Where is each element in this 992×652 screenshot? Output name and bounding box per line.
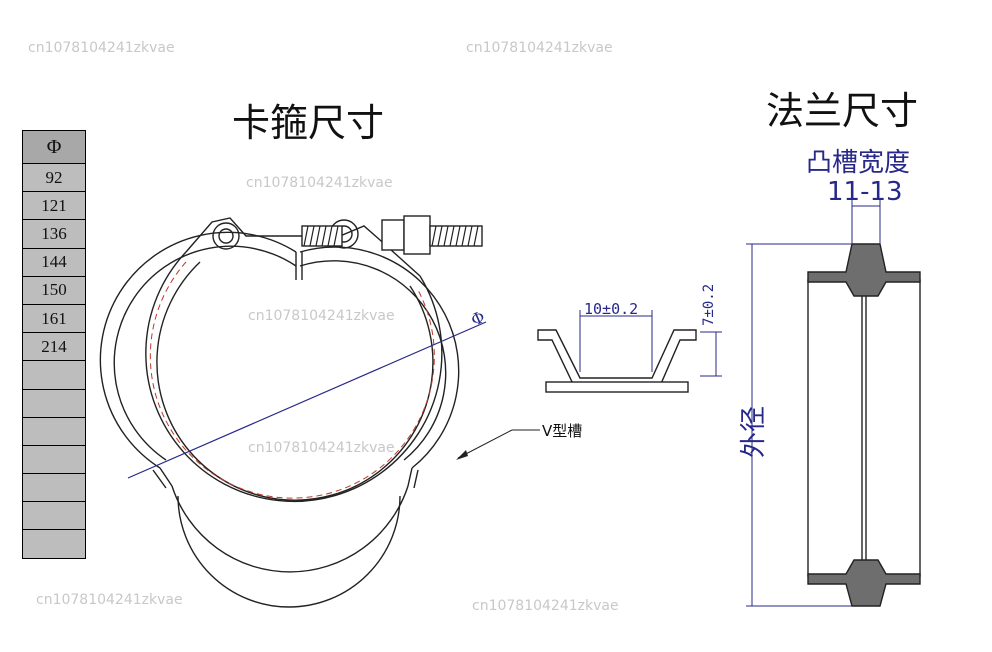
- size-cell: [22, 360, 86, 390]
- clamp-latch: [185, 217, 421, 277]
- outer-diameter-dimension: [746, 243, 852, 607]
- watermark: cn1078104241zkvae: [248, 440, 395, 456]
- clamp-diameter-symbol: Φ: [468, 307, 488, 330]
- boss-width-dimension: [851, 200, 881, 244]
- clamp-diameter-line: [127, 321, 487, 479]
- profile-height-dimension: [700, 331, 722, 377]
- clamp-inner-ring: [299, 246, 460, 469]
- size-cell: 144: [22, 247, 86, 277]
- size-table: Φ 92 121 136 144 150 161 214: [22, 130, 86, 559]
- clamp-inner-ring-lower: [171, 485, 409, 573]
- clamp-latch-pin: [218, 228, 234, 244]
- clamp-hidden-line: [149, 261, 435, 499]
- size-cell: 136: [22, 219, 86, 249]
- clamp-inner-ring-in: [113, 245, 297, 461]
- clamp-bolt-nut: [381, 219, 405, 251]
- size-cell: [22, 529, 86, 559]
- watermark: cn1078104241zkvae: [466, 40, 613, 56]
- profile-height-label: 7±0.2: [701, 284, 717, 326]
- size-cell: [22, 473, 86, 503]
- watermark: cn1078104241zkvae: [36, 592, 183, 608]
- clamp-outer-band: [145, 251, 443, 503]
- watermark: cn1078104241zkvae: [246, 175, 393, 191]
- clamp-bolt-nut: [403, 215, 431, 255]
- size-cell: [22, 388, 86, 418]
- boss-width-label: 凸槽宽度: [806, 148, 911, 178]
- clamp-inner-ring-in-lower: [177, 495, 401, 608]
- watermark: cn1078104241zkvae: [248, 308, 395, 324]
- size-cell: 161: [22, 303, 86, 334]
- profile-width-label: 10±0.2: [584, 300, 638, 318]
- flange-drawing: [807, 243, 921, 607]
- watermark: cn1078104241zkvae: [472, 598, 619, 614]
- v-groove-label: V型槽: [542, 422, 582, 440]
- clamp-inner-ring-in: [299, 260, 447, 461]
- boss-width-value: 11-13: [827, 177, 903, 207]
- size-cell: 121: [22, 191, 86, 221]
- flange-size-title: 法兰尺寸: [766, 89, 919, 133]
- clamp-outer-band-inner: [156, 261, 434, 501]
- groove-leader-arrow: [456, 450, 468, 460]
- clamp-inner-ring: [99, 231, 297, 469]
- size-table-header: Φ: [22, 130, 86, 164]
- watermark: cn1078104241zkvae: [28, 40, 175, 56]
- clamp-bolt-hatching: [303, 225, 479, 247]
- clamp-latch-pin: [212, 222, 240, 250]
- size-cell: 92: [22, 162, 86, 193]
- flange-body: [807, 279, 921, 577]
- size-cell: 214: [22, 332, 86, 362]
- profile-section: [537, 329, 697, 393]
- outer-diameter-label: 外径: [739, 406, 769, 458]
- clamp-size-title: 卡箍尺寸: [232, 101, 385, 145]
- profile-width-dimension: [579, 310, 653, 372]
- size-cell: [22, 444, 86, 475]
- size-cell: [22, 416, 86, 446]
- size-cell: [22, 501, 86, 531]
- clamp-drawing: [99, 215, 483, 608]
